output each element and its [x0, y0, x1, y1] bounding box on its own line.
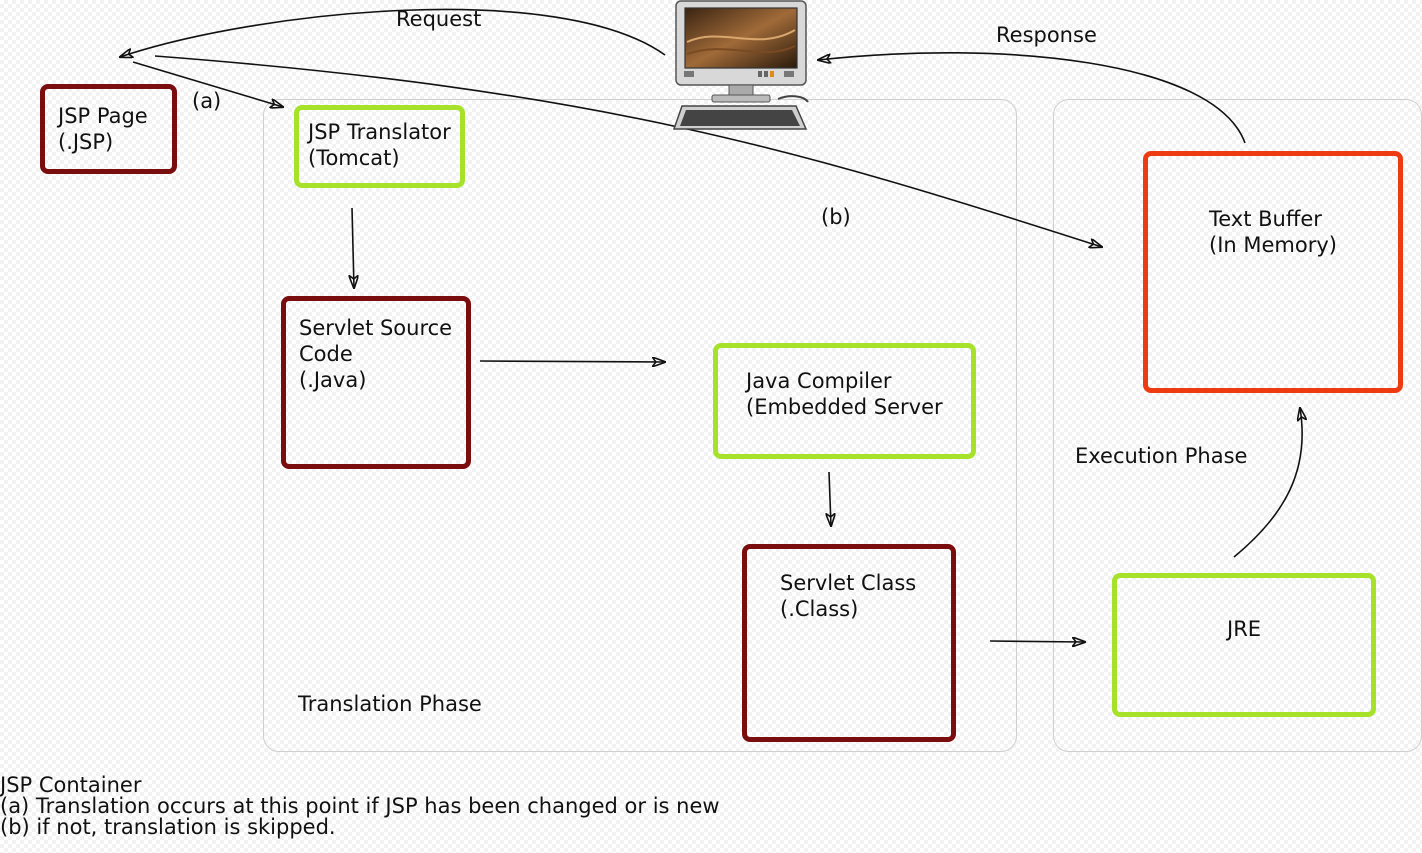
- response-arrow: [818, 52, 1246, 144]
- jsp-translator-label: JSP Translator (Tomcat): [308, 120, 451, 170]
- jsp-page-box: JSP Page (.JSP): [40, 84, 177, 174]
- source-to-compiler-arrow: [479, 361, 665, 362]
- execution-phase-label: Execution Phase: [1075, 444, 1248, 468]
- java-compiler-box: Java Compiler (Embedded Server: [713, 343, 976, 459]
- jre-to-buffer-arrow: [1233, 408, 1302, 558]
- servlet-source-label: Servlet Source Code (.Java): [299, 316, 453, 392]
- jsp-translator-box: JSP Translator (Tomcat): [294, 105, 465, 188]
- jsp-page-label: JSP Page (.JSP): [58, 104, 148, 154]
- compiler-to-class-arrow: [829, 471, 831, 526]
- path-a-arrow: [132, 61, 283, 107]
- path-a-label: (a): [192, 89, 222, 113]
- servlet-class-box: Servlet Class (.Class): [742, 544, 956, 742]
- servlet-source-box: Servlet Source Code (.Java): [281, 296, 471, 469]
- servlet-class-label: Servlet Class (.Class): [780, 571, 917, 621]
- request-arrow: [120, 8, 666, 57]
- legend-title: JSP Container: [0, 773, 142, 797]
- text-buffer-label: Text Buffer (In Memory): [1209, 207, 1337, 257]
- legend-note-b: (b) if not, translation is skipped.: [0, 815, 336, 839]
- jre-label: JRE: [1227, 617, 1262, 641]
- jre-box: JRE: [1112, 573, 1376, 717]
- class-to-jre-arrow: [989, 641, 1085, 642]
- translation-phase-label: Translation Phase: [298, 692, 482, 716]
- path-b-label: (b): [821, 205, 851, 229]
- request-label: Request: [396, 7, 482, 31]
- response-label: Response: [996, 23, 1097, 47]
- translator-to-source-arrow: [352, 207, 354, 288]
- java-compiler-label: Java Compiler (Embedded Server: [746, 369, 943, 419]
- computer-monitor-icon: [672, 0, 809, 130]
- translation-phase-container: [263, 99, 1017, 752]
- text-buffer-box: Text Buffer (In Memory): [1143, 151, 1403, 393]
- legend-note-a: (a) Translation occurs at this point if …: [0, 794, 720, 818]
